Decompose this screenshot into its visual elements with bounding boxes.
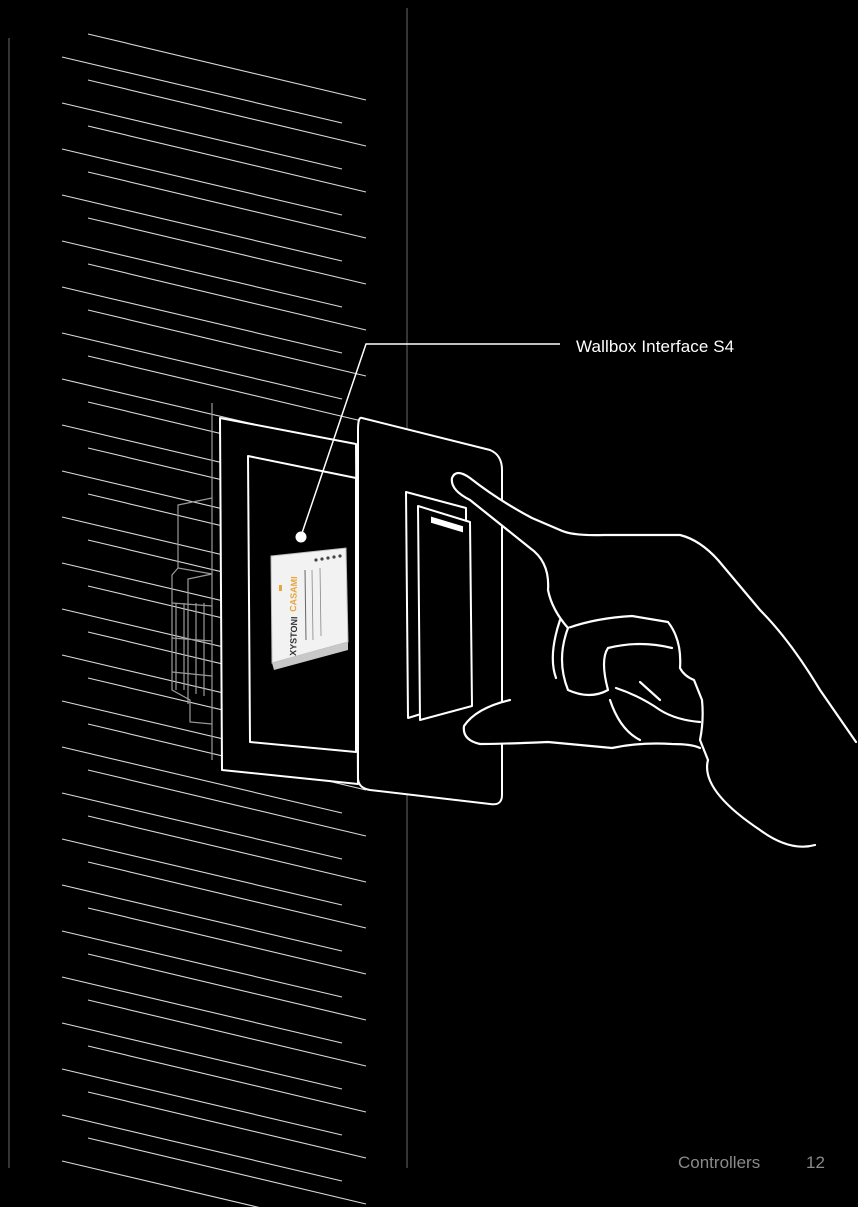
hand-line-art <box>452 473 856 847</box>
rocker-switch <box>406 492 472 720</box>
callout-label: Wallbox Interface S4 <box>576 337 734 357</box>
footer-section-title: Controllers <box>678 1153 760 1173</box>
wallbox-interface-device: XYSTONI CASAMI <box>271 548 348 670</box>
hatch-line <box>62 1161 342 1207</box>
callout-anchor-dot <box>296 532 307 543</box>
device-brand-right: CASAMI <box>288 576 299 612</box>
device-brand-left: XYSTONI <box>288 616 299 656</box>
footer-page-number: 12 <box>806 1153 825 1173</box>
